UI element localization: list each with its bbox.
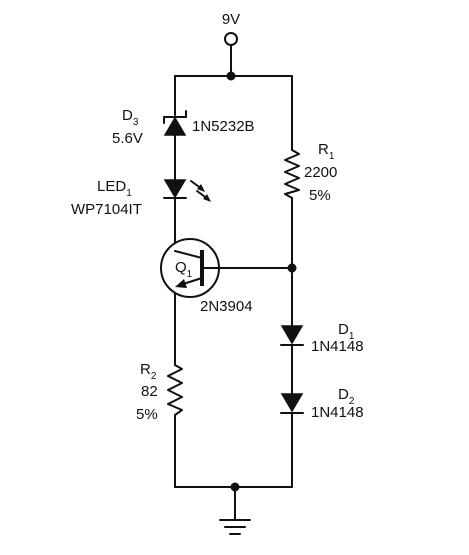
r2-tolerance: 5% [136, 406, 158, 423]
d2-part: 1N4148 [311, 404, 364, 421]
r2-value: 82 [141, 383, 158, 400]
d3-ref: D3 [122, 107, 139, 128]
diode-d2-icon [280, 393, 304, 414]
r1-value: 2200 [304, 164, 337, 181]
led1-part: WP7104IT [71, 201, 142, 218]
npn-transistor-q1-icon [160, 238, 220, 298]
r1-tolerance: 5% [309, 187, 331, 204]
ground-icon [219, 519, 251, 535]
diode-d1-icon [280, 325, 304, 346]
supply-label: 9V [222, 11, 240, 28]
r2-ref: R2 [140, 361, 157, 382]
supply-terminal-icon [224, 32, 238, 46]
d3-value: 5.6V [112, 130, 143, 147]
zener-d3-icon [163, 110, 187, 136]
d1-ref: D1 [338, 321, 355, 342]
q1-ref: Q1 [175, 259, 193, 280]
junction-ground [230, 482, 240, 492]
led1-ref: LED1 [97, 178, 132, 199]
d2-ref: D2 [338, 386, 355, 407]
junction-base [287, 263, 297, 273]
light-emission-icon [190, 180, 211, 202]
d3-part: 1N5232B [192, 118, 255, 135]
junction-top [226, 71, 236, 81]
led1-icon [163, 179, 187, 199]
resistor-r2-icon [167, 364, 183, 416]
d1-part: 1N4148 [311, 338, 364, 355]
r1-ref: R1 [318, 141, 335, 162]
resistor-r1-icon [284, 149, 300, 199]
q1-part: 2N3904 [200, 298, 253, 315]
